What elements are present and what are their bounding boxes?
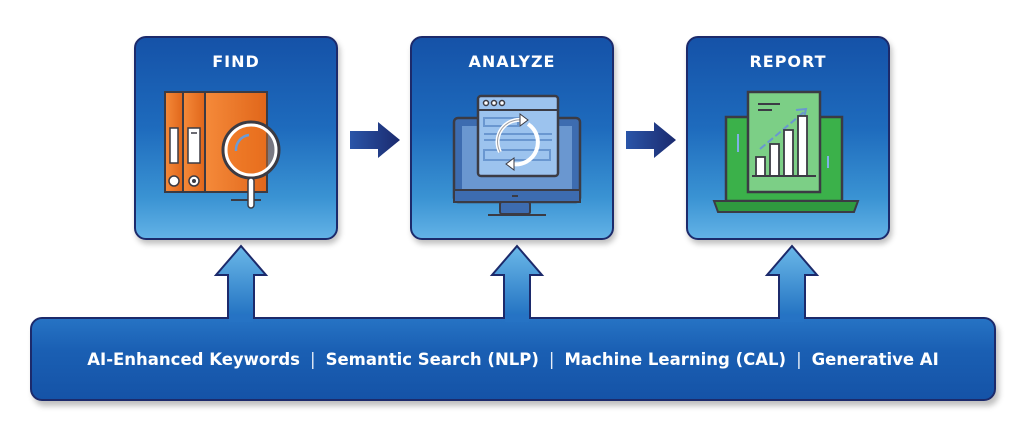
step-title: ANALYZE <box>468 52 556 71</box>
separator: | <box>310 349 316 369</box>
step-title: FIND <box>212 52 260 71</box>
binders-magnifier-icon <box>164 91 281 209</box>
foundation-item: Machine Learning (CAL) <box>564 349 787 369</box>
separator: | <box>796 349 802 369</box>
separator: | <box>548 349 555 369</box>
step-title: REPORT <box>749 52 827 71</box>
step-report: REPORT <box>686 36 890 240</box>
up-arrow-icon <box>489 244 545 320</box>
foundation-item: AI-Enhanced Keywords <box>87 349 301 369</box>
right-arrow-icon <box>350 122 400 158</box>
foundation-bar: AI-Enhanced Keywords | Semantic Search (… <box>30 317 996 401</box>
right-arrow-icon <box>626 122 676 158</box>
up-arrow-icon <box>213 244 269 320</box>
foundation-item: Generative AI <box>811 349 939 369</box>
foundation-item: Semantic Search (NLP) <box>325 349 539 369</box>
step-analyze: ANALYZE <box>410 36 614 240</box>
step-find: FIND <box>134 36 338 240</box>
up-arrow-icon <box>764 244 820 320</box>
laptop-bar-chart-icon <box>712 90 860 213</box>
monitor-refresh-icon <box>452 94 582 216</box>
